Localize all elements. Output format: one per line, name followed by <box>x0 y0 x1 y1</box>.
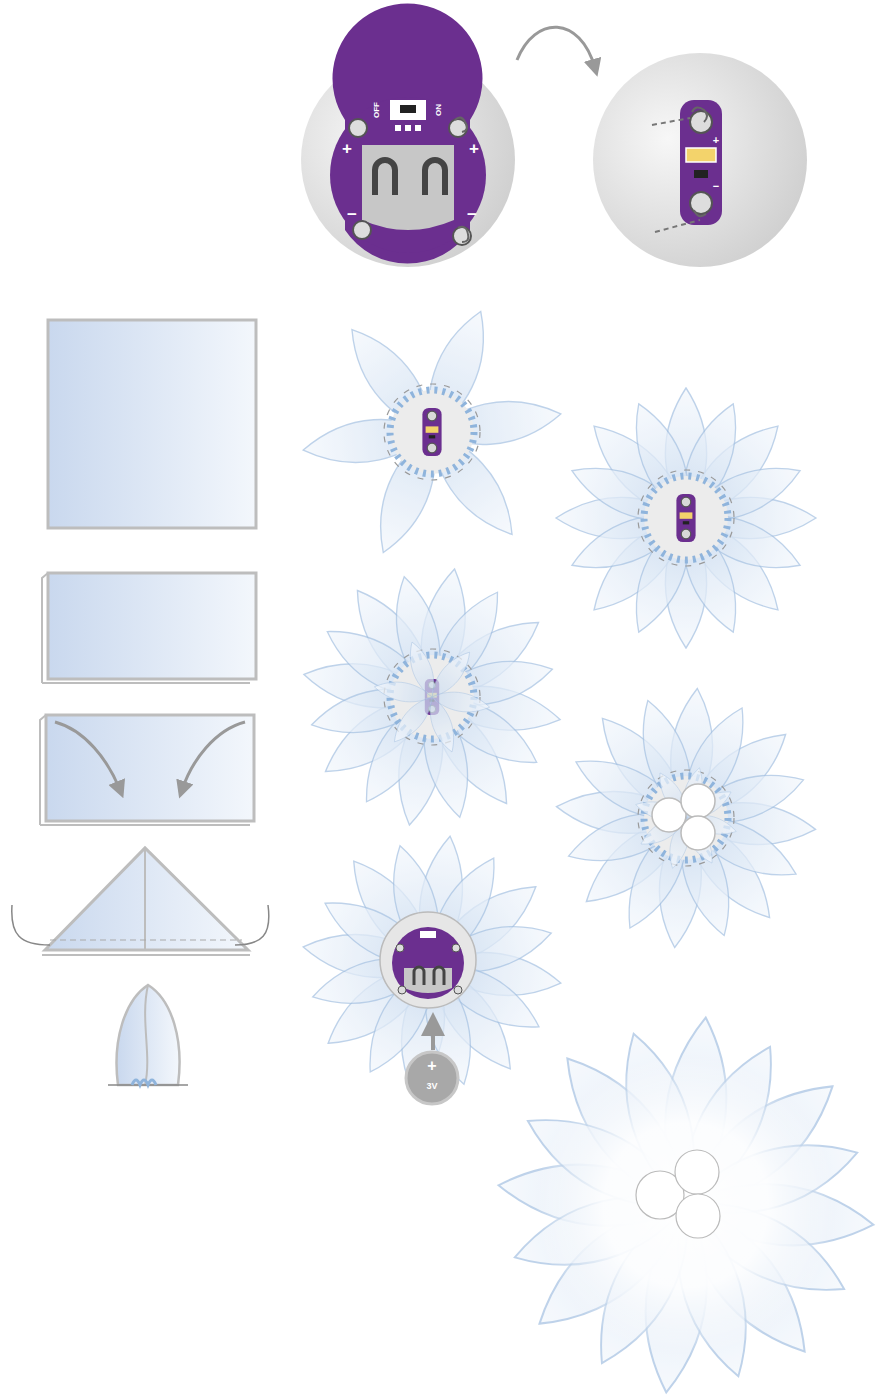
polarity-sign: + <box>469 140 479 157</box>
polarity-sign: − <box>347 206 357 223</box>
switch-label: ON <box>435 104 443 116</box>
polarity-sign: + <box>342 140 352 157</box>
polarity-sign: − <box>713 181 719 192</box>
battery-voltage: 3V <box>426 1082 437 1091</box>
polarity-sign: − <box>467 206 477 223</box>
battery-sign: + <box>427 1058 436 1074</box>
polarity-sign: + <box>713 135 719 146</box>
switch-label: OFF <box>373 102 381 118</box>
